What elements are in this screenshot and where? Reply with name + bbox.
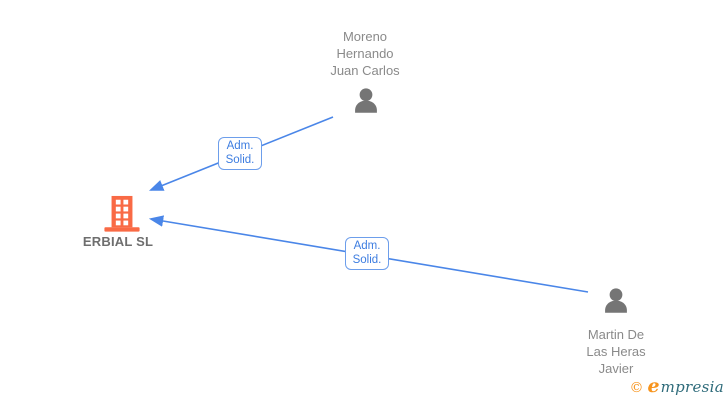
person-icon[interactable] [599, 285, 633, 319]
person-name-line: Javier [598, 361, 634, 376]
person-name: Martin De Las Heras Javier [551, 326, 681, 377]
person-name-line: Moreno [342, 29, 388, 44]
empresia-logo[interactable]: © e mpresia [629, 375, 724, 397]
person-name-line: Martin De [587, 327, 645, 342]
edge-label-adm-solid-bottom: Adm. Solid. [345, 237, 389, 270]
person-name-line: Juan Carlos [330, 63, 400, 78]
edge-label-adm-solid-top: Adm. Solid. [218, 137, 262, 170]
person-node-bottom[interactable]: Martin De Las Heras Javier [551, 326, 681, 377]
brand-initial: e [647, 375, 660, 397]
person-name: Moreno Hernando Juan Carlos [300, 28, 430, 79]
person-node-top[interactable]: Moreno Hernando Juan Carlos [300, 28, 430, 79]
edge-label-line: Adm. [226, 140, 254, 152]
person-name-line: Hernando [336, 46, 394, 61]
brand-name: mpresia [660, 378, 724, 396]
company-name-label[interactable]: ERBIAL SL [82, 234, 154, 249]
edge-label-line: Solid. [352, 253, 382, 266]
person-icon[interactable] [349, 85, 383, 119]
person-name-line: Las Heras [586, 344, 646, 359]
edge-label-line: Adm. [353, 240, 381, 252]
copyright-icon: © [629, 380, 644, 396]
edge-label-line: Solid. [225, 153, 255, 166]
company-building-icon[interactable] [103, 194, 141, 239]
